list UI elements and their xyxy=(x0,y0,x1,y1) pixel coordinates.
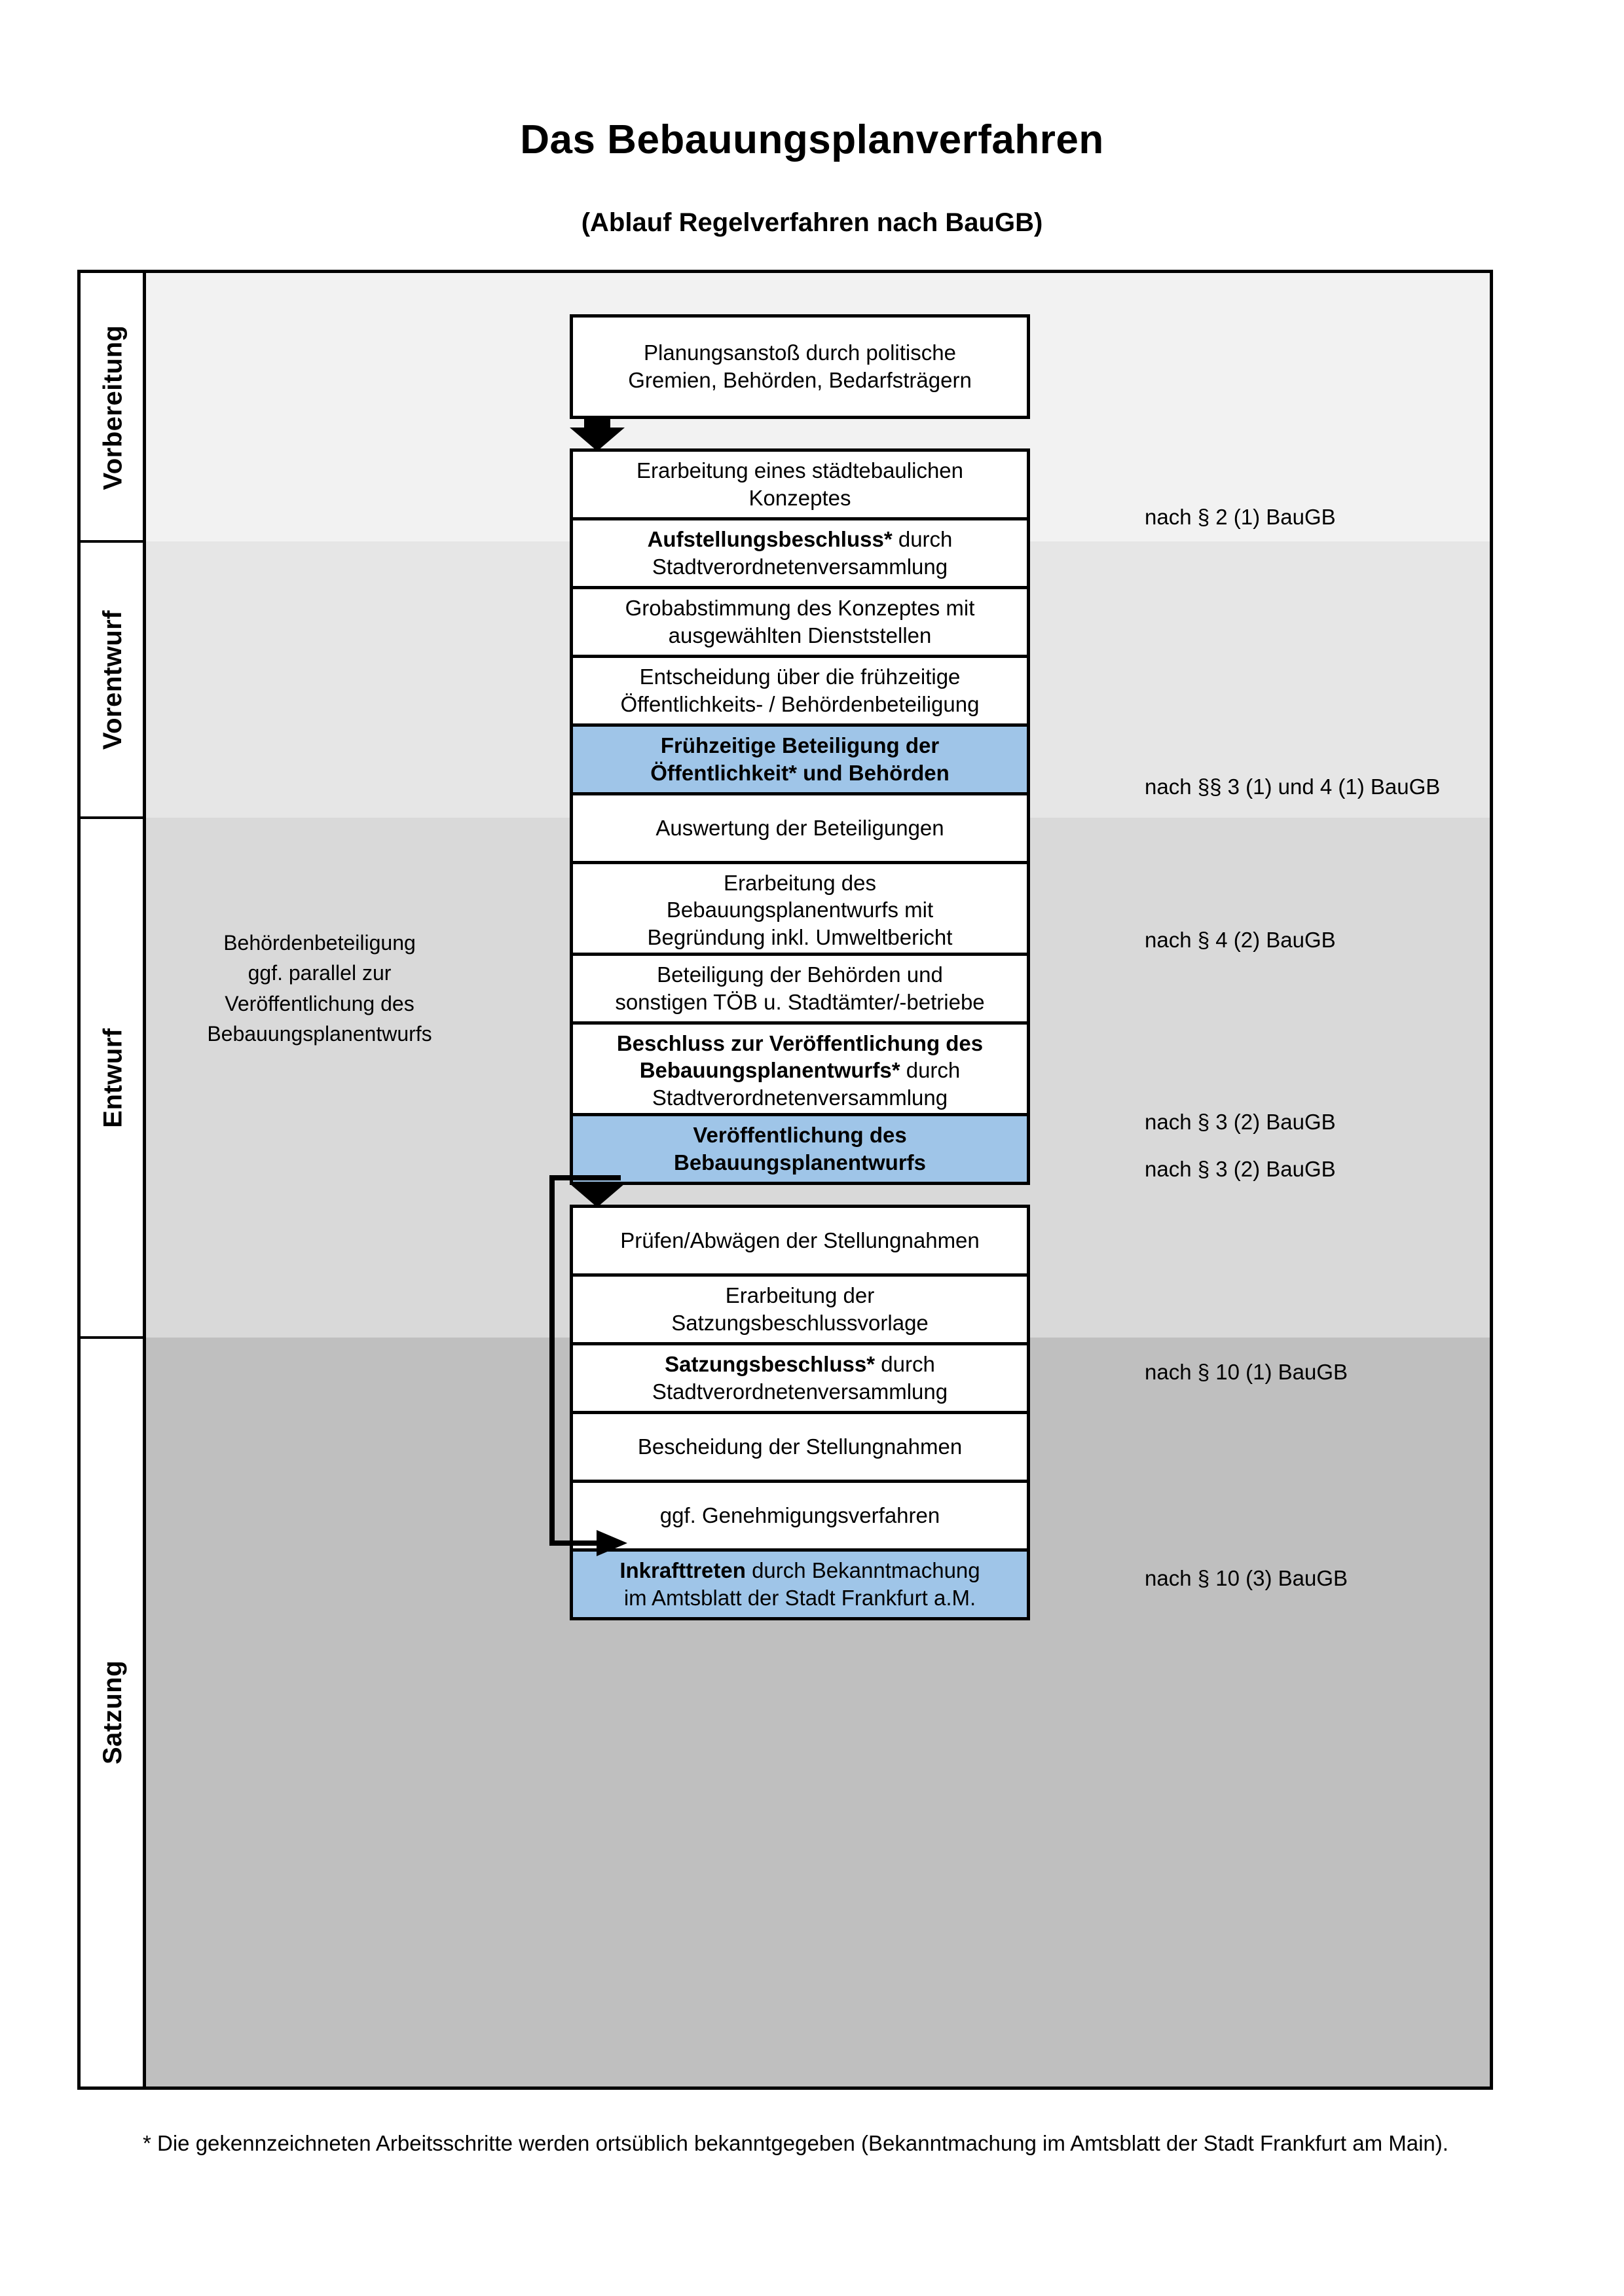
step-pruefen-abwaegen-label: Prüfen/Abwägen der Stellungnahmen xyxy=(620,1228,980,1253)
phase-divider-2 xyxy=(81,816,146,819)
flowchart-frame: Vorbereitung Vorentwurf Entwurf Satzung xyxy=(77,270,1493,2090)
step-bescheidung-stellungnahmen-label: Bescheidung der Stellungnahmen xyxy=(637,1434,963,1459)
phase-label-entwurf: Entwurf xyxy=(81,818,146,1338)
footnote: * Die gekennzeichneten Arbeitsschritte w… xyxy=(143,2131,1449,2155)
law-ref-beschluss-veroeffentlichung: nach § 3 (2) BauGB xyxy=(1145,1110,1336,1134)
step-auswertung-beteiligungen-label: Auswertung der Beteiligungen xyxy=(655,816,944,841)
sidenote-line-4: Bebauungsplanentwurfs xyxy=(207,1022,432,1046)
phase-divider-1 xyxy=(81,540,146,543)
sidenote-line-2: ggf. parallel zur xyxy=(248,961,392,985)
law-ref-satzungsbeschluss: nach § 10 (1) BauGB xyxy=(1145,1360,1348,1384)
phase-label-entwurf-text: Entwurf xyxy=(98,1027,128,1128)
arrow-planungsanstoss-to-konzept xyxy=(570,416,625,451)
sidenote-parallel-behoerdenbeteiligung: Behördenbeteiligung ggf. parallel zur Ve… xyxy=(179,928,460,1049)
phase-label-satzung-text: Satzung xyxy=(98,1660,128,1764)
law-ref-veroeffentlichung-entwurf: nach § 3 (2) BauGB xyxy=(1145,1157,1336,1181)
step-auswertung-beteiligungen[interactable]: Auswertung der Beteiligungen xyxy=(570,792,1030,864)
step-bescheidung-stellungnahmen[interactable]: Bescheidung der Stellungnahmen xyxy=(570,1411,1030,1483)
step-genehmigungsverfahren-label: ggf. Genehmigungsverfahren xyxy=(659,1503,940,1528)
parallel-loop-connector xyxy=(549,1175,627,1556)
page-title: Das Bebauungsplanverfahren xyxy=(520,117,1104,162)
page-subtitle: (Ablauf Regelverfahren nach BauGB) xyxy=(581,208,1043,237)
phase-divider-3 xyxy=(81,1336,146,1339)
phase-label-vorentwurf-text: Vorentwurf xyxy=(98,610,128,750)
phase-label-vorentwurf: Vorentwurf xyxy=(81,541,146,818)
law-ref-aufstellungsbeschluss: nach § 2 (1) BauGB xyxy=(1145,505,1336,529)
law-ref-inkrafttreten: nach § 10 (3) BauGB xyxy=(1145,1566,1348,1590)
phase-label-satzung: Satzung xyxy=(81,1338,146,2086)
phase-label-vorbereitung: Vorbereitung xyxy=(81,273,146,541)
law-ref-fruehzeitige-beteiligung: nach §§ 3 (1) und 4 (1) BauGB xyxy=(1145,774,1441,799)
phase-label-column: Vorbereitung Vorentwurf Entwurf Satzung xyxy=(81,273,146,2086)
phase-label-vorbereitung-text: Vorbereitung xyxy=(98,325,128,490)
sidenote-line-1: Behördenbeteiligung xyxy=(223,931,416,955)
sidenote-line-3: Veröffentlichung des xyxy=(225,991,415,1015)
law-ref-beteiligung-behoerden: nach § 4 (2) BauGB xyxy=(1145,928,1336,952)
